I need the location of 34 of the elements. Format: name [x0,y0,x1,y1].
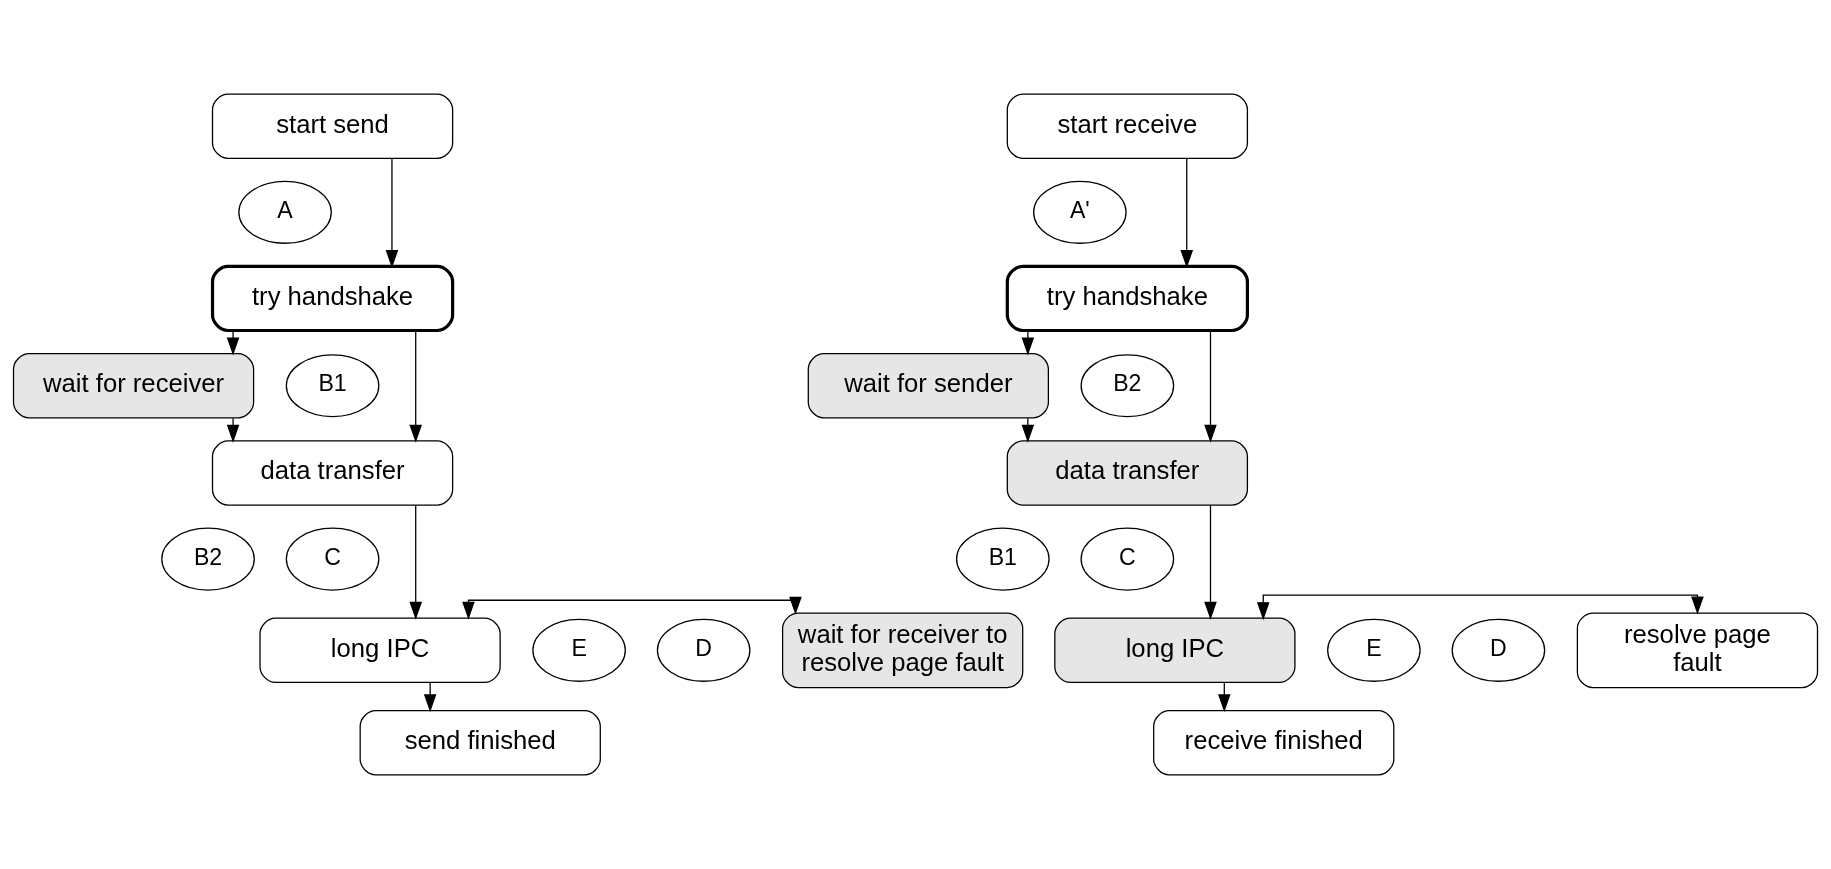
node-box: long IPC [259,617,501,684]
node-box: start send [211,93,454,159]
node-ellipse: B2 [161,527,255,591]
node-box: start receive [1006,93,1249,159]
arrow [462,596,802,620]
node-box: wait for receiver to resolve page fault [781,612,1024,689]
node-box: data transfer [211,440,454,506]
node-box: receive finished [1153,710,1395,776]
node-ellipse: A' [1033,180,1127,244]
node-box: wait for receiver [12,353,255,419]
node-ellipse: C [285,527,380,591]
node-ellipse: E [1327,618,1421,682]
node-ellipse: B2 [1080,354,1175,418]
arrow [409,330,422,443]
node-box: try handshake [1005,264,1249,333]
arrow [226,330,240,356]
node-box: try handshake [210,264,455,333]
arrow [409,504,422,620]
node-box: wait for sender [807,353,1050,419]
arrow [1204,330,1217,443]
node-ellipse: B1 [285,354,380,418]
node-ellipse: A [238,180,332,244]
node-box: long IPC [1054,617,1296,684]
arrow [226,417,240,443]
node-box: data transfer [1006,440,1249,506]
node-ellipse: C [1080,527,1175,591]
node-box: send finished [359,710,601,776]
arrow [1256,594,1704,621]
node-ellipse: D [1451,618,1546,682]
node-ellipse: D [656,618,751,682]
node-box: resolve page fault [1576,612,1819,689]
node-ellipse: E [532,618,626,682]
arrow [1204,504,1217,620]
node-ellipse: B1 [955,527,1050,591]
